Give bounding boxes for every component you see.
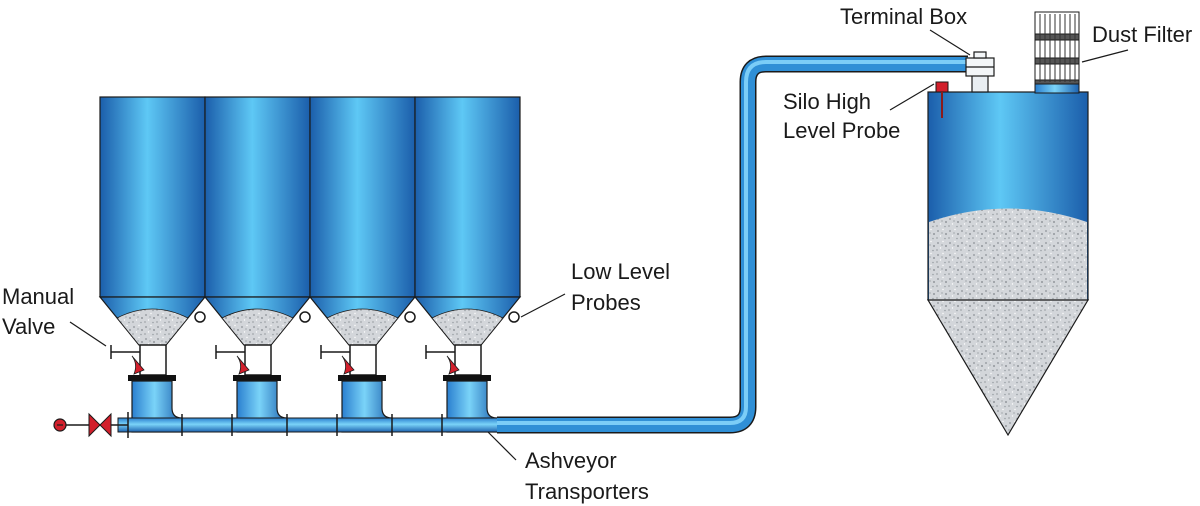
label-low-level-line2: Probes — [571, 290, 641, 315]
storage-silo — [308, 96, 417, 346]
storage-silo — [98, 96, 207, 346]
terminal-box — [965, 51, 995, 93]
valve-knob — [446, 355, 460, 375]
inlet-valve — [53, 412, 128, 438]
storage-silo — [413, 96, 522, 346]
label-ashveyor-line2: Transporters — [525, 479, 649, 504]
leader-lines — [69, 29, 1129, 461]
manual-valve — [215, 344, 272, 376]
silo-high-level-probe — [935, 81, 949, 118]
low-level-probe — [299, 311, 311, 323]
low-level-probe — [194, 311, 206, 323]
valve-knob — [236, 355, 250, 375]
header-pipe — [117, 417, 499, 433]
receiving-silo — [926, 91, 1090, 437]
label-silo-high-line1: Silo High — [783, 89, 871, 114]
low-level-probe — [508, 311, 520, 323]
low-level-probe — [404, 311, 416, 323]
label-manual-valve-line1: Manual — [2, 284, 74, 309]
dust-filter — [1034, 11, 1080, 94]
manual-valve — [110, 344, 167, 376]
valve-knob — [341, 355, 355, 375]
label-terminal-box: Terminal Box — [840, 4, 967, 29]
label-manual-valve-line2: Valve — [2, 314, 55, 339]
valve-knob — [131, 355, 145, 375]
label-dust-filter: Dust Filter — [1092, 22, 1192, 47]
label-low-level-line1: Low Level — [571, 259, 670, 284]
storage-silo — [203, 96, 312, 346]
label-silo-high-line2: Level Probe — [783, 118, 900, 143]
label-ashveyor-line1: Ashveyor — [525, 448, 617, 473]
